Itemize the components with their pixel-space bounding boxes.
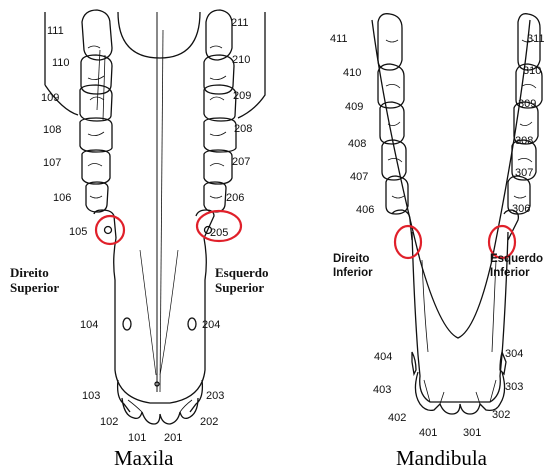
- tooth-label-410: 410: [343, 68, 361, 79]
- tooth-label-308: 308: [515, 136, 533, 147]
- tooth-label-210: 210: [232, 55, 250, 66]
- tooth-label-108: 108: [43, 125, 61, 136]
- tooth-label-208: 208: [234, 124, 252, 135]
- tooth-label-402: 402: [388, 413, 406, 424]
- quadrant-label-line: Direito: [333, 252, 373, 266]
- tooth-label-406: 406: [356, 205, 374, 216]
- tooth-label-411: 411: [330, 34, 348, 45]
- tooth-label-105: 105: [69, 227, 87, 238]
- tooth-label-104: 104: [80, 320, 98, 331]
- maxila-arch: [45, 10, 265, 424]
- quadrant-label-direito-inferior: Direito Inferior: [333, 252, 373, 280]
- tooth-label-409: 409: [345, 102, 363, 113]
- tooth-label-209: 209: [233, 91, 251, 102]
- quadrant-label-esquerdo-superior: Esquerdo Superior: [215, 265, 268, 295]
- tooth-label-204: 204: [202, 320, 220, 331]
- quadrant-label-line: Inferior: [490, 266, 543, 280]
- tooth-label-102: 102: [100, 417, 118, 428]
- quadrant-label-line: Superior: [215, 280, 268, 295]
- tooth-label-202: 202: [200, 417, 218, 428]
- tooth-label-206: 206: [226, 193, 244, 204]
- tooth-label-109: 109: [41, 93, 59, 104]
- tooth-label-310: 310: [523, 66, 541, 77]
- tooth-label-203: 203: [206, 391, 224, 402]
- caption-maxila: Maxila: [114, 446, 173, 471]
- tooth-label-309: 309: [518, 99, 536, 110]
- tooth-label-201: 201: [164, 433, 182, 444]
- tooth-label-303: 303: [505, 382, 523, 393]
- caption-mandibula: Mandibula: [396, 446, 487, 471]
- tooth-label-301: 301: [463, 428, 481, 439]
- tooth-label-306: 306: [512, 204, 530, 215]
- tooth-label-103: 103: [82, 391, 100, 402]
- quadrant-label-direito-superior: Direito Superior: [10, 265, 59, 295]
- tooth-label-407: 407: [350, 172, 368, 183]
- quadrant-label-line: Direito: [10, 265, 59, 280]
- tooth-label-304: 304: [505, 349, 523, 360]
- tooth-label-408: 408: [348, 139, 366, 150]
- tooth-label-311: 311: [527, 34, 545, 45]
- highlight-circles: [96, 211, 515, 258]
- tooth-label-111: 111: [47, 26, 64, 37]
- quadrant-label-line: Inferior: [333, 266, 373, 280]
- quadrant-label-esquerdo-inferior: Esquerdo Inferior: [490, 252, 543, 280]
- tooth-label-307: 307: [515, 168, 533, 179]
- quadrant-label-line: Esquerdo: [215, 265, 268, 280]
- tooth-label-107: 107: [43, 158, 61, 169]
- highlight-circle-105: [96, 216, 124, 244]
- tooth-label-302: 302: [492, 410, 510, 421]
- mandibula-front-teeth: [415, 372, 504, 414]
- tooth-label-403: 403: [373, 385, 391, 396]
- mandibula-teeth-right: [378, 14, 416, 374]
- highlight-circle-406: [395, 226, 421, 258]
- tooth-label-101: 101: [128, 433, 146, 444]
- maxila-teeth-right: [80, 10, 131, 330]
- tooth-label-106: 106: [53, 193, 71, 204]
- tooth-label-404: 404: [374, 352, 392, 363]
- tooth-label-205: 205: [210, 228, 228, 239]
- tooth-label-211: 211: [231, 18, 249, 29]
- tooth-label-401: 401: [419, 428, 437, 439]
- tooth-label-207: 207: [232, 157, 250, 168]
- quadrant-label-line: Esquerdo: [490, 252, 543, 266]
- tooth-label-110: 110: [52, 58, 70, 69]
- quadrant-label-line: Superior: [10, 280, 59, 295]
